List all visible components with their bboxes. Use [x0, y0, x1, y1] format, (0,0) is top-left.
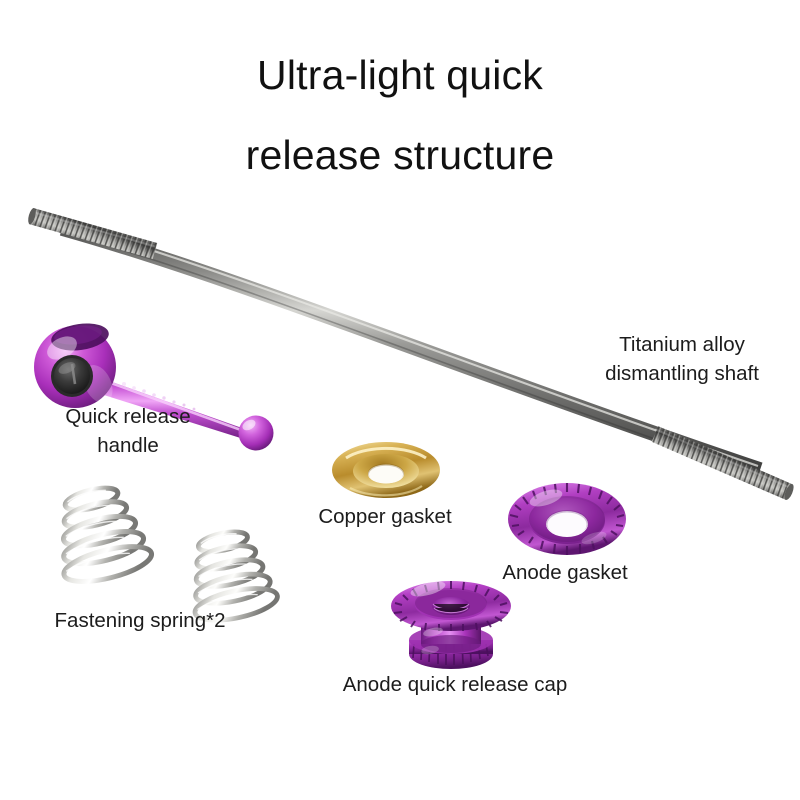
- label-quick-release-handle: Quick release handle: [28, 402, 228, 460]
- quick-release-handle: [28, 320, 298, 451]
- anode-gasket-serrations: [509, 483, 625, 555]
- page-title-line-2: release structure: [245, 132, 555, 178]
- label-anode-gasket: Anode gasket: [470, 558, 660, 587]
- label-titanium-shaft: Titanium alloy dismantling shaft: [592, 330, 772, 388]
- spring-2-coils: [192, 529, 280, 623]
- label-quick-release-handle-line1: Quick release: [65, 405, 191, 428]
- label-anode-gasket-line1: Anode gasket: [502, 561, 628, 584]
- label-fastening-spring: Fastening spring*2: [30, 606, 250, 635]
- label-quick-release-handle-line2: handle: [97, 434, 159, 458]
- label-fastening-spring-line1: Fastening spring*2: [54, 609, 226, 632]
- shaft-thread-right: [651, 426, 794, 501]
- label-copper-gasket: Copper gasket: [290, 502, 480, 531]
- label-copper-gasket-line1: Copper gasket: [318, 505, 452, 528]
- spring-1-coils: [60, 485, 155, 584]
- label-titanium-shaft-line1: Titanium alloy: [619, 333, 745, 356]
- copper-gasket: [330, 438, 442, 500]
- label-anode-quick-release-cap-line1: Anode quick release cap: [342, 673, 568, 696]
- fastening-spring-1: [38, 484, 162, 584]
- fastening-spring-2: [172, 528, 288, 623]
- anode-gasket-highlight: [529, 489, 563, 507]
- handle-engraving: [122, 382, 196, 411]
- handle-cam-slot: [70, 363, 77, 385]
- cap-top-highlight: [410, 581, 446, 597]
- handle-ball-highlight: [242, 419, 256, 431]
- anode-quick-release-cap: [388, 572, 514, 672]
- spring-1-specular: [65, 489, 130, 572]
- copper-gasket-rim-highlight: [345, 446, 427, 460]
- label-titanium-shaft-line2: dismantling shaft: [605, 362, 759, 386]
- page-title-line-1: Ultra-light quick: [257, 52, 543, 98]
- handle-ball-end: [238, 415, 274, 451]
- anode-gasket: [506, 478, 628, 560]
- cap-flange-serrations: [393, 581, 509, 631]
- label-anode-quick-release-cap: Anode quick release cap: [325, 670, 585, 699]
- handle-cam-pivot: [54, 358, 90, 394]
- shaft-thread-left: [28, 208, 158, 259]
- spring-2-specular: [197, 533, 258, 611]
- handle-cam-highlight: [47, 336, 77, 360]
